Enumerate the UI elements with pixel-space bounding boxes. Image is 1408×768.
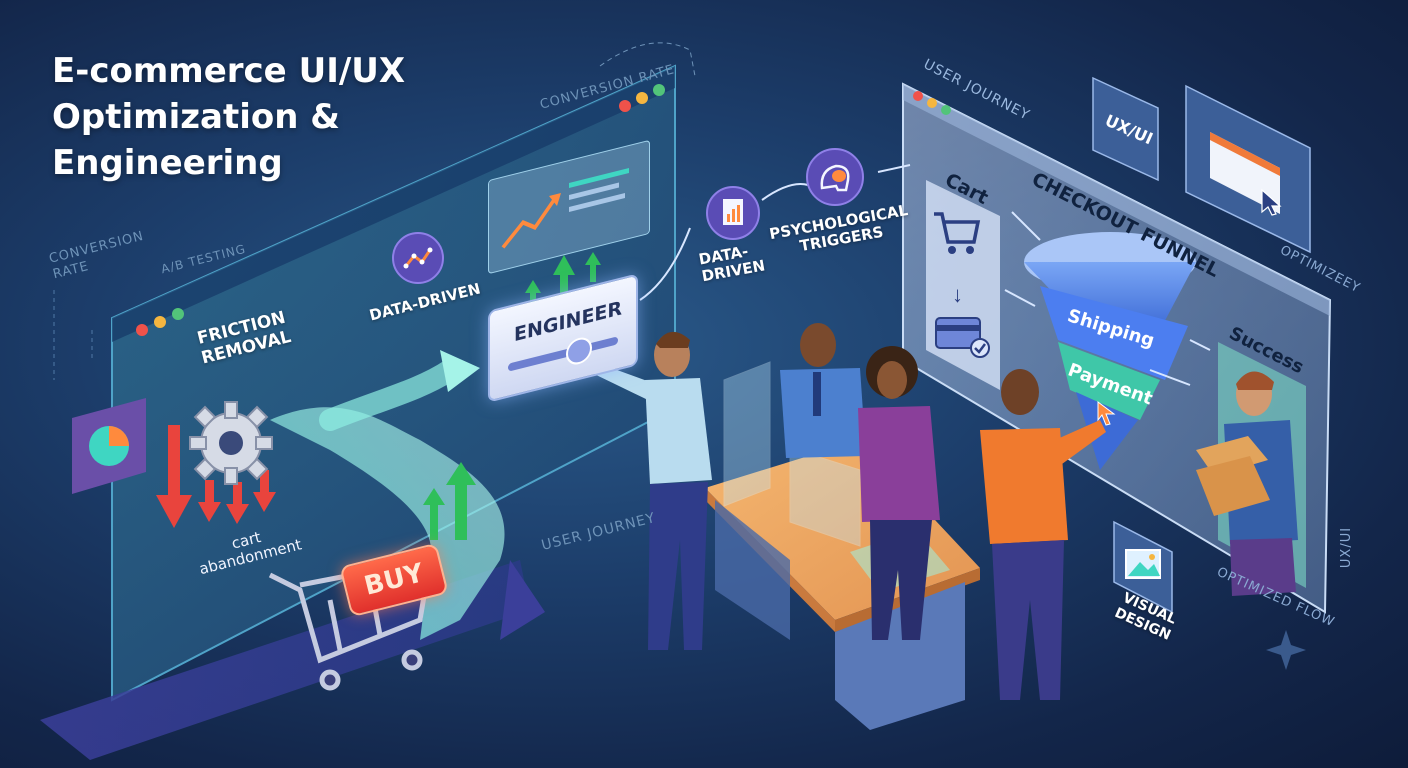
cursor-icon [1260, 188, 1284, 216]
person-pointing [980, 369, 1106, 700]
brain-icon [806, 148, 864, 206]
pie-chart-icon [72, 398, 146, 494]
cursor-hand-icon [1096, 400, 1118, 426]
line-chart-icon [392, 232, 444, 284]
page-title-line-1: E-commerce UI/UX [52, 51, 406, 91]
engineer-slider-handle[interactable] [566, 334, 592, 368]
image-icon [1124, 548, 1164, 584]
buy-button-label: BUY [361, 558, 427, 602]
page-title-line-2: Optimization & [52, 97, 340, 137]
person-center [780, 323, 866, 458]
down-arrow-icon: ↓ [952, 282, 963, 307]
person-woman [858, 346, 940, 640]
gear-icon [184, 396, 278, 490]
desk [705, 361, 980, 730]
person-success [1196, 371, 1298, 596]
shopping-cart-icon [930, 206, 984, 260]
credit-card-icon [934, 312, 994, 360]
analytics-card [488, 139, 650, 275]
page-title: E-commerce UI/UX Optimization & Engineer… [52, 48, 472, 186]
ux-ui-side-label: UX/UI [1339, 526, 1355, 569]
sparkle-icon [1264, 628, 1308, 672]
page-title-line-3: Engineering [52, 143, 283, 183]
checkout-funnel [1024, 232, 1196, 470]
left-screen [53, 42, 696, 702]
report-icon [706, 186, 760, 240]
